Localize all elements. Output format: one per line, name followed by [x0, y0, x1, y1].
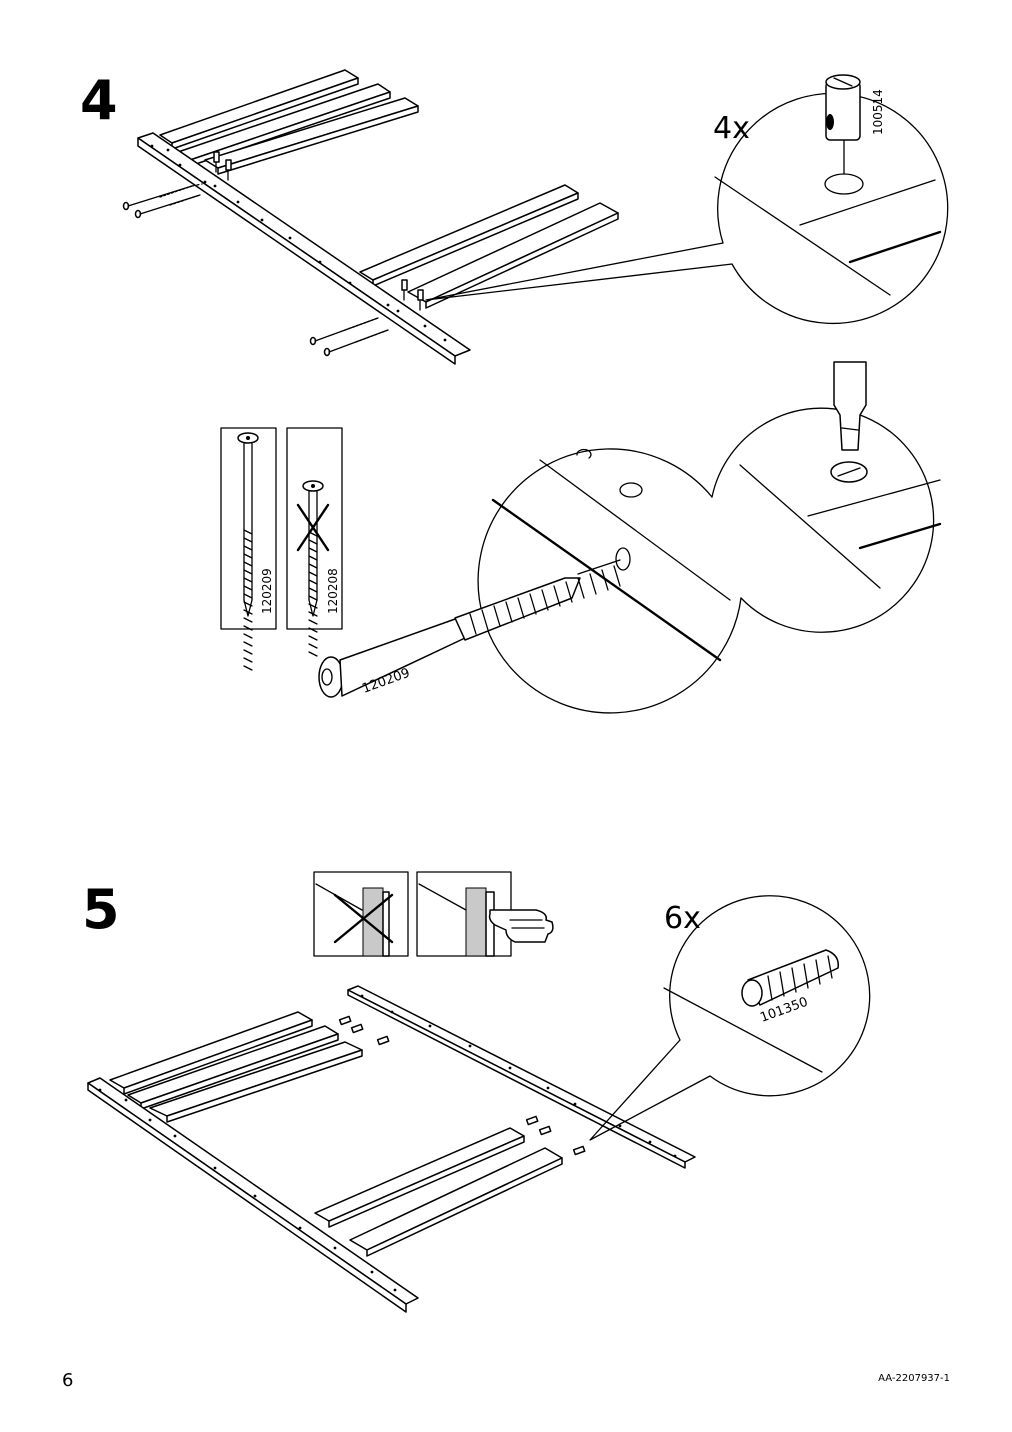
- cross-dowel-quantity: 4x: [713, 111, 750, 146]
- wrong-x-icon: [296, 503, 330, 552]
- pointing-hand-icon: [488, 909, 554, 943]
- step-4-detail-callouts: 120209: [318, 361, 942, 714]
- page-number: 6: [62, 1370, 73, 1391]
- orientation-hints: [313, 871, 554, 957]
- step-4-cross-dowel-callout: 100514 4x: [425, 74, 949, 325]
- bolt-icon: [318, 565, 621, 698]
- screwdriver-icon: [830, 361, 868, 483]
- step-5-dowel-callout: 101350 6x: [589, 895, 871, 1141]
- wooden-dowel-icon: [741, 949, 839, 1007]
- bolt-comparison: 120209 120208: [220, 427, 343, 671]
- cross-dowel-code: 100514: [871, 89, 885, 135]
- bolt-wrong-icon: [302, 480, 324, 657]
- step-4-frame-drawing: [122, 69, 619, 365]
- bolt-correct-code: 120209: [260, 568, 274, 614]
- cross-dowel-icon: [825, 74, 861, 141]
- bolt-icon: [237, 432, 259, 671]
- dowel-quantity: 6x: [664, 901, 701, 936]
- step-5-frame-drawing: [87, 985, 696, 1313]
- step-4-number: 4: [80, 69, 118, 132]
- document-code: AA-2207937-1: [878, 1373, 950, 1384]
- step-5-number: 5: [82, 878, 120, 941]
- wrong-x-icon: [333, 893, 394, 944]
- bolt-wrong-code: 120208: [326, 568, 340, 614]
